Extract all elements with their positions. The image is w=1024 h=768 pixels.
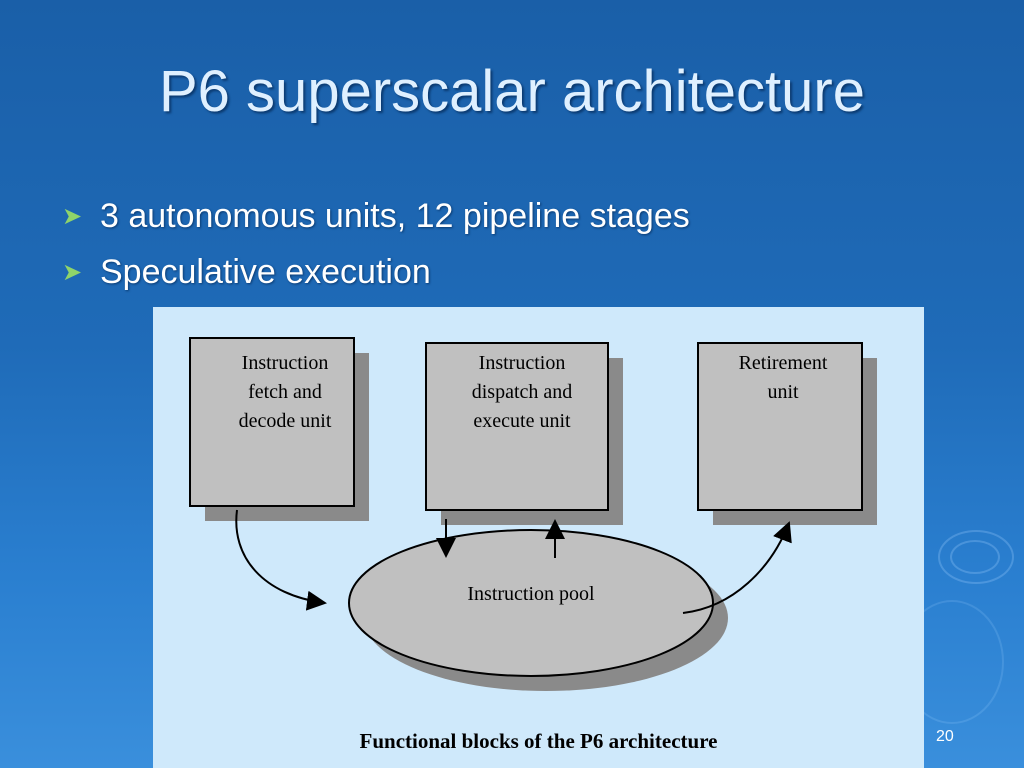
slide-title: P6 superscalar architecture bbox=[159, 59, 865, 124]
arrowhead-bullet-icon: ➤ bbox=[62, 202, 83, 230]
bullet-text: Speculative execution bbox=[100, 252, 431, 291]
diagram-caption: Functional blocks of the P6 architecture bbox=[359, 729, 718, 753]
instruction-pool-label: Instruction pool bbox=[467, 583, 595, 605]
bullet-item: ➤ Speculative execution bbox=[62, 244, 690, 300]
dispatch-execute-unit-box bbox=[425, 342, 609, 511]
fetch-decode-unit-label: Instruction fetch and decode unit bbox=[238, 352, 332, 432]
slide-number: 20 bbox=[936, 728, 954, 745]
instruction-pool-ellipse bbox=[348, 529, 714, 677]
bullet-text: 3 autonomous units, 12 pipeline stages bbox=[100, 196, 690, 235]
fetch-decode-unit-box bbox=[189, 337, 355, 507]
retirement-unit-box bbox=[697, 342, 863, 511]
retirement-unit-label: Retirement unit bbox=[738, 352, 828, 403]
bullet-list: ➤ 3 autonomous units, 12 pipeline stages… bbox=[62, 188, 690, 300]
diagram-canvas bbox=[189, 337, 877, 691]
arrowhead-bullet-icon: ➤ bbox=[62, 258, 83, 286]
edge-fetch-to-pool bbox=[235, 509, 327, 611]
edge-pool-to-retirement bbox=[682, 521, 792, 614]
bullet-item: ➤ 3 autonomous units, 12 pipeline stages bbox=[62, 188, 690, 244]
dispatch-execute-unit-label: Instruction dispatch and execute unit bbox=[471, 352, 573, 432]
ripple-decoration bbox=[938, 530, 1014, 584]
architecture-diagram: Instruction fetch and decode unit Instru… bbox=[153, 307, 924, 768]
